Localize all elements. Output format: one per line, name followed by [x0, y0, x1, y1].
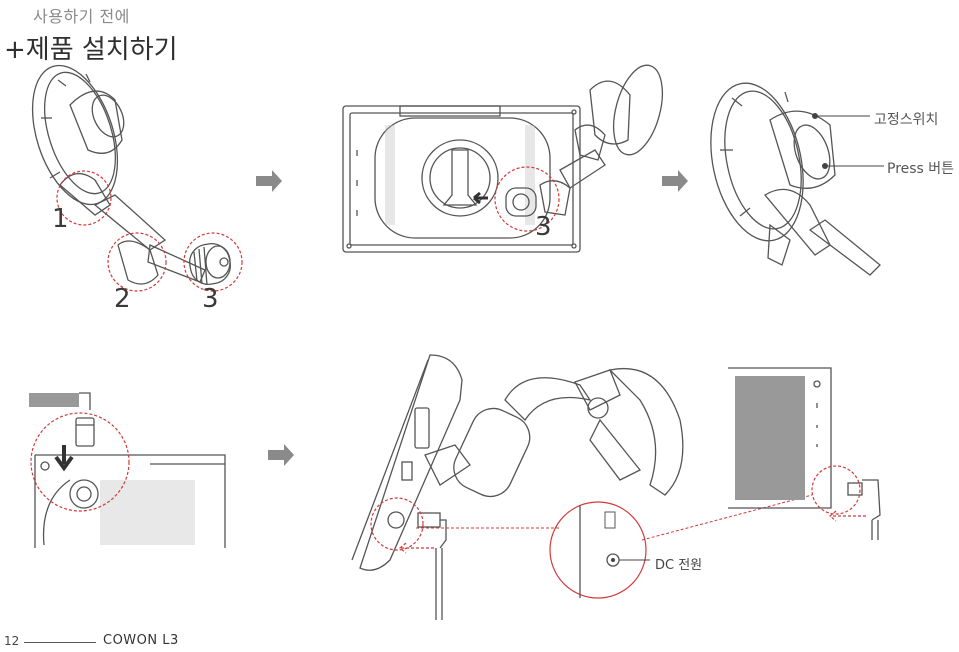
step-arrows	[256, 170, 688, 466]
step-number-3-device: 3	[535, 212, 552, 242]
callout-leader-lines	[812, 113, 884, 169]
step-number-1: 1	[52, 204, 69, 234]
speaker-grille-small	[100, 480, 195, 545]
speaker-grille	[385, 125, 535, 225]
lock-switch-label: 고정스위치	[874, 112, 939, 128]
mount-illustration-2	[505, 64, 664, 217]
cradle-connector-illustration	[29, 392, 226, 548]
device-front-illustration	[728, 367, 832, 509]
highlight-circle-3	[183, 232, 243, 292]
dc-power-label: DC 전원	[655, 558, 703, 573]
mount-illustration-3	[710, 82, 881, 276]
slide-arrow-icon	[473, 191, 488, 205]
press-button-label: Press 버튼	[887, 161, 955, 177]
page-number: 12	[4, 634, 20, 648]
highlight-circle-2	[107, 232, 167, 292]
section-label: 사용하기 전에	[33, 7, 130, 26]
insert-arrow-icon	[54, 445, 74, 472]
zoom-connector-line-2	[641, 494, 813, 541]
product-name: COWON L3	[103, 633, 179, 648]
arrow-right-icon	[662, 170, 688, 192]
dc-cable-2	[847, 479, 881, 540]
arrow-right-icon	[268, 444, 294, 466]
highlight-circle-connector	[30, 412, 130, 512]
step-number-2: 2	[114, 284, 131, 314]
highlight-circle-dc-port	[370, 497, 424, 551]
dc-cable-1	[417, 512, 447, 620]
page-title: +제품 설치하기	[4, 35, 178, 65]
plug-arrow-icon-2	[829, 510, 866, 522]
plug-arrow-icon	[399, 542, 434, 554]
footer-rule	[24, 642, 96, 643]
highlight-circle-1	[56, 170, 112, 226]
step-number-3: 3	[202, 284, 219, 314]
highlight-circle-device	[494, 166, 560, 232]
mount-illustration-1	[31, 64, 231, 286]
mounted-device-illustration	[351, 354, 684, 571]
arrow-right-icon	[256, 170, 282, 192]
dc-port-zoom	[549, 501, 650, 599]
device-back-illustration	[342, 105, 581, 253]
highlight-circle-dc-front	[811, 465, 861, 515]
